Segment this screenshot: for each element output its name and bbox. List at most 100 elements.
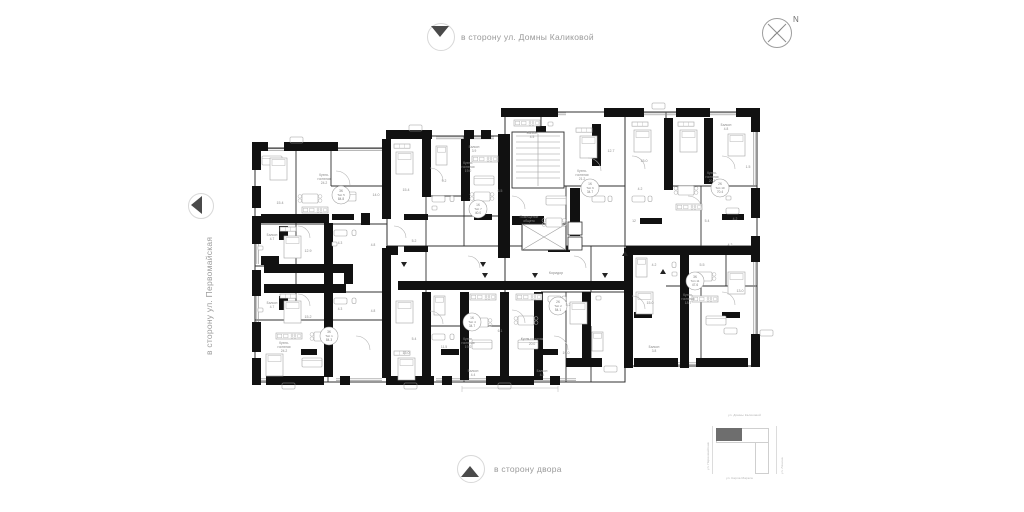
svg-text:84.3: 84.3 xyxy=(326,338,332,342)
svg-text:34.7: 34.7 xyxy=(469,324,475,328)
svg-text:5.4: 5.4 xyxy=(412,337,417,341)
wedge-left-icon xyxy=(191,196,202,214)
svg-text:4.8: 4.8 xyxy=(371,309,376,313)
svg-text:24.2: 24.2 xyxy=(281,349,288,353)
svg-text:5.2: 5.2 xyxy=(412,239,417,243)
svg-text:15.0: 15.0 xyxy=(641,159,648,163)
svg-text:Тип 6: Тип 6 xyxy=(586,186,594,190)
svg-text:3.9: 3.9 xyxy=(472,149,477,153)
svg-text:34.7: 34.7 xyxy=(587,190,593,194)
corridor-label: Коридор xyxy=(549,271,563,275)
site-locator-map[interactable]: ул. Домны Каликовой ул. Первомайская ул.… xyxy=(694,404,806,486)
minimap-label-top: ул. Домны Каликовой xyxy=(728,413,761,417)
svg-text:Балкон: Балкон xyxy=(267,301,278,305)
direction-left-label: в сторону ул. Первомайская xyxy=(204,236,214,355)
svg-text:4.8: 4.8 xyxy=(724,127,729,131)
minimap-street-right xyxy=(776,426,777,474)
svg-text:Тип 10: Тип 10 xyxy=(715,186,725,190)
svg-text:Тип 4: Тип 4 xyxy=(468,320,476,324)
svg-text:11.5: 11.5 xyxy=(441,345,447,349)
svg-text:2К: 2К xyxy=(718,182,722,186)
svg-text:24.2: 24.2 xyxy=(321,181,328,185)
svg-text:Кухня-: Кухня- xyxy=(463,337,473,341)
svg-text:1К: 1К xyxy=(588,182,592,186)
svg-text:Тип 11: Тип 11 xyxy=(691,279,700,283)
svg-text:Балкон: Балкон xyxy=(527,131,538,135)
svg-text:4.3: 4.3 xyxy=(338,241,343,245)
minimap-label-left: ул. Первомайская xyxy=(706,442,710,470)
svg-text:4.4: 4.4 xyxy=(540,373,545,377)
svg-text:4.8: 4.8 xyxy=(371,243,376,247)
svg-text:Кухня-: Кухня- xyxy=(319,173,329,177)
svg-text:4.7: 4.7 xyxy=(270,305,275,309)
svg-text:70.4: 70.4 xyxy=(717,190,723,194)
svg-text:47.6: 47.6 xyxy=(692,283,698,287)
svg-text:3К: 3К xyxy=(327,330,331,334)
svg-text:15.4: 15.4 xyxy=(277,201,284,205)
svg-text:4.2: 4.2 xyxy=(733,217,738,221)
svg-text:Кухня-: Кухня- xyxy=(707,171,717,175)
svg-text:1.5: 1.5 xyxy=(746,165,751,169)
svg-text:14.0: 14.0 xyxy=(373,193,380,197)
svg-text:19.0: 19.0 xyxy=(465,169,472,173)
svg-text:20.0: 20.0 xyxy=(529,342,536,346)
svg-text:4.3: 4.3 xyxy=(338,307,343,311)
svg-text:1К: 1К xyxy=(476,203,480,207)
svg-text:гостиная: гостиная xyxy=(318,177,331,181)
svg-text:4.2: 4.2 xyxy=(728,243,733,247)
svg-text:Кухня-: Кухня- xyxy=(683,293,693,297)
svg-text:Кухня-: Кухня- xyxy=(279,341,289,345)
svg-text:15.0: 15.0 xyxy=(647,301,654,305)
svg-text:Тип 5: Тип 5 xyxy=(337,193,345,197)
svg-text:5.2: 5.2 xyxy=(566,303,571,307)
svg-text:12: 12 xyxy=(632,219,636,223)
svg-text:5.5: 5.5 xyxy=(700,263,705,267)
svg-text:13.0: 13.0 xyxy=(737,289,744,293)
svg-text:гостиная: гостиная xyxy=(576,173,589,177)
svg-text:гостиная: гостиная xyxy=(682,297,695,301)
svg-text:20.2: 20.2 xyxy=(709,179,716,183)
direction-bottom-label: в сторону двора xyxy=(494,464,562,474)
svg-text:4.2: 4.2 xyxy=(638,187,643,191)
svg-text:19.0: 19.0 xyxy=(465,345,472,349)
minimap-label-right: ул. Ленина xyxy=(780,457,784,474)
svg-text:12.9: 12.9 xyxy=(305,249,312,253)
svg-text:21.2: 21.2 xyxy=(579,177,586,181)
svg-text:4.5: 4.5 xyxy=(530,135,535,139)
wedge-down-icon xyxy=(431,26,449,37)
minimap-label-bottom: ул. Карла Маркса xyxy=(726,476,753,480)
svg-text:54.1: 54.1 xyxy=(555,308,561,312)
compass-ring xyxy=(762,18,792,48)
svg-text:5.4: 5.4 xyxy=(705,219,710,223)
svg-text:4.7: 4.7 xyxy=(270,237,275,241)
svg-text:Балкон: Балкон xyxy=(267,233,278,237)
svg-text:3.8: 3.8 xyxy=(652,349,657,353)
compass-north-letter: N xyxy=(793,15,799,24)
minimap-current-section xyxy=(716,428,742,441)
svg-text:4.2: 4.2 xyxy=(652,263,657,267)
svg-text:84.8: 84.8 xyxy=(338,197,344,201)
svg-text:4.4: 4.4 xyxy=(471,373,476,377)
svg-text:Тип 7: Тип 7 xyxy=(474,207,482,211)
svg-text:Кухня-: Кухня- xyxy=(577,169,587,173)
svg-text:2К: 2К xyxy=(556,300,560,304)
wedge-up-icon xyxy=(461,466,479,477)
svg-text:15.0: 15.0 xyxy=(403,351,410,355)
floor-plan[interactable]: 3К Тип 5 84.8 1К Тип 7 40.0 1К Тип 4 34.… xyxy=(236,96,776,402)
svg-text:1К: 1К xyxy=(470,316,474,320)
svg-text:Балкон: Балкон xyxy=(721,123,732,127)
svg-text:гостиная: гостиная xyxy=(706,175,719,179)
svg-text:Балкон: Балкон xyxy=(537,369,548,373)
svg-text:6.5: 6.5 xyxy=(498,189,503,193)
svg-text:40.0: 40.0 xyxy=(475,211,481,215)
svg-text:15.2: 15.2 xyxy=(305,315,312,319)
svg-text:12.7: 12.7 xyxy=(608,149,615,153)
svg-text:Кухня-гостиная: Кухня-гостиная xyxy=(521,337,544,341)
svg-text:Балкон: Балкон xyxy=(468,369,479,373)
svg-text:18.7: 18.7 xyxy=(685,301,692,305)
compass-rose: N xyxy=(762,15,799,48)
svg-text:Кухня-: Кухня- xyxy=(463,161,473,165)
svg-text:Балкон: Балкон xyxy=(469,145,480,149)
svg-text:Помещение: Помещение xyxy=(520,215,539,219)
